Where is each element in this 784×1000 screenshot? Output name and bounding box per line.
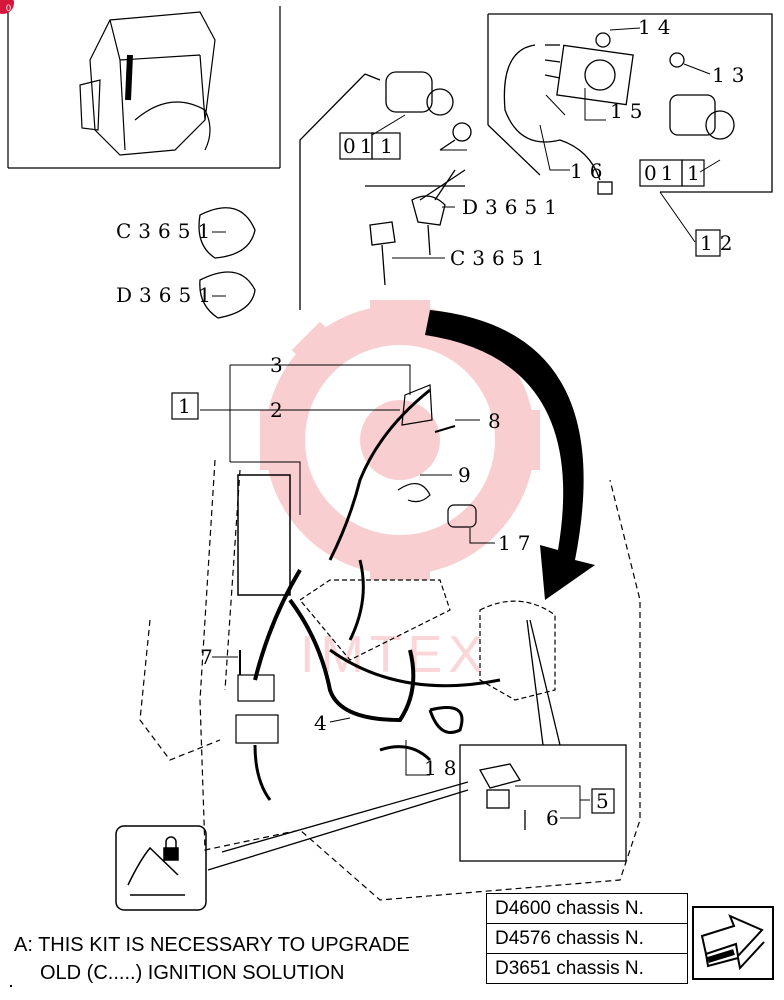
chassis-row-d3651: D3651 chassis N. [495, 958, 644, 979]
callout-1-c: 1 [178, 394, 198, 418]
callout-1-b: 1 [687, 161, 707, 185]
tractor-thumbnail [7, 6, 281, 169]
corner-badge: 0 [0, 0, 14, 14]
direction-arrow [425, 310, 595, 600]
callout-1-a: 1 [380, 134, 400, 158]
boxed-callouts [171, 132, 721, 814]
callout-5: 5 [596, 789, 613, 813]
next-page-button[interactable] [692, 906, 774, 980]
leader-lines [200, 27, 721, 819]
chassis-table: D4600 chassis N. D4576 chassis N. D3651 … [486, 893, 688, 984]
callout-3: 3 [270, 353, 290, 377]
callout-12: 12 [700, 231, 739, 255]
callout-14: 14 [638, 15, 677, 39]
corner-badge-text: 0 [5, 3, 11, 13]
next-page-arrow-icon [700, 914, 765, 971]
label-d3651-switch: D3651 [116, 283, 218, 307]
callout-8: 8 [488, 409, 508, 433]
callout-6: 6 [546, 806, 566, 830]
note-line-1: A: THIS KIT IS NECESSARY TO UPGRADE [14, 934, 410, 956]
callout-18: 18 [424, 756, 463, 780]
chassis-row-d4576: D4576 chassis N. [487, 924, 687, 954]
callout-1-box-a: 01 [343, 134, 376, 158]
label-c3651-key: C3651 [450, 246, 551, 270]
callout-17: 17 [498, 531, 537, 555]
callout-9: 9 [458, 463, 478, 487]
note-line-2: OLD (C.....) IGNITION SOLUTION [40, 962, 345, 984]
callout-16: 16 [570, 159, 609, 183]
padlock-icon [115, 825, 207, 911]
switch-detail-box [207, 619, 627, 871]
callout-1-box-b: 01 [644, 161, 677, 185]
callout-4: 4 [314, 711, 334, 735]
cab-harness-drawing [139, 384, 641, 901]
label-c3651-switch: C3651 [116, 219, 217, 243]
dot-marker [10, 985, 12, 987]
callout-2: 2 [270, 398, 290, 422]
label-d3651-key: D3651 [462, 195, 564, 219]
callout-15: 15 [610, 99, 649, 123]
ignition-switch-set [198, 71, 472, 319]
callout-13: 13 [712, 63, 751, 87]
chassis-row-d4600: D4600 chassis N. [487, 894, 687, 924]
kit-box [487, 13, 773, 195]
callout-7: 7 [200, 645, 220, 669]
